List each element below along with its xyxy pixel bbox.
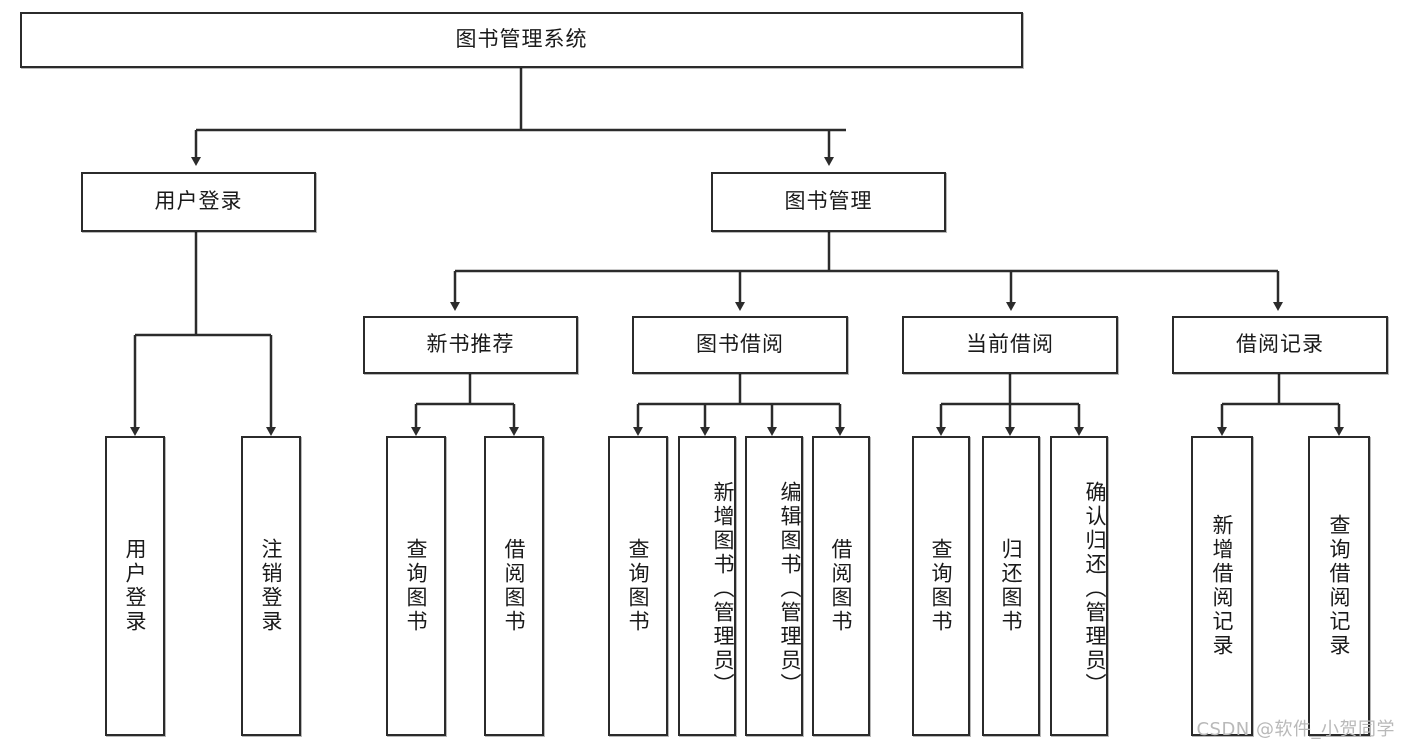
node-current-borrow[interactable]: 当前借阅: [902, 316, 1118, 374]
leaf-new-book-query-book[interactable]: 查询图书: [386, 436, 446, 736]
leaf-book-borrow-borrow-book[interactable]: 借阅图书: [812, 436, 870, 736]
node-book-management[interactable]: 图书管理: [711, 172, 946, 232]
node-label: 确认归还（管理员）: [1083, 481, 1107, 697]
watermark: CSDN @软件_小贺同学: [1196, 719, 1395, 740]
node-label: 图书管理: [784, 189, 873, 214]
node-label: 用户登录: [154, 189, 243, 214]
node-label: 借阅记录: [1236, 332, 1324, 357]
node-label: 查询图书: [929, 538, 954, 634]
node-borrow-record[interactable]: 借阅记录: [1172, 316, 1388, 374]
node-label: 用户登录: [123, 538, 148, 634]
node-label: 查询图书: [626, 538, 651, 634]
node-label: 归还图书: [999, 538, 1024, 634]
leaf-book-borrow-edit-book-admin[interactable]: 编辑图书（管理员）: [745, 436, 803, 736]
node-label: 借阅图书: [829, 538, 854, 634]
leaf-current-borrow-confirm-return-admin[interactable]: 确认归还（管理员）: [1050, 436, 1108, 736]
leaf-user-login-login[interactable]: 用户登录: [105, 436, 165, 736]
node-label: 注销登录: [259, 538, 284, 634]
node-label: 图书借阅: [696, 332, 784, 357]
node-label: 新书推荐: [426, 332, 515, 357]
node-label: 当前借阅: [966, 332, 1054, 357]
node-new-book-recommend[interactable]: 新书推荐: [363, 316, 578, 374]
node-user-login[interactable]: 用户登录: [81, 172, 316, 232]
node-label: 借阅图书: [502, 538, 527, 634]
node-label: 查询借阅记录: [1327, 514, 1352, 658]
leaf-current-borrow-query-book[interactable]: 查询图书: [912, 436, 970, 736]
node-label: 编辑图书（管理员）: [778, 481, 802, 697]
leaf-borrow-record-query-record[interactable]: 查询借阅记录: [1308, 436, 1370, 736]
node-root-book-management-system[interactable]: 图书管理系统: [20, 12, 1023, 68]
node-label: 新增借阅记录: [1210, 514, 1235, 658]
leaf-new-book-borrow-book[interactable]: 借阅图书: [484, 436, 544, 736]
leaf-book-borrow-add-book-admin[interactable]: 新增图书（管理员）: [678, 436, 736, 736]
node-label: 新增图书（管理员）: [711, 481, 735, 697]
node-label: 查询图书: [404, 538, 429, 634]
node-label: 图书管理系统: [455, 27, 588, 52]
leaf-borrow-record-add-record[interactable]: 新增借阅记录: [1191, 436, 1253, 736]
node-book-borrow[interactable]: 图书借阅: [632, 316, 848, 374]
leaf-user-login-logout[interactable]: 注销登录: [241, 436, 301, 736]
leaf-current-borrow-return-book[interactable]: 归还图书: [982, 436, 1040, 736]
leaf-book-borrow-query-book[interactable]: 查询图书: [608, 436, 668, 736]
